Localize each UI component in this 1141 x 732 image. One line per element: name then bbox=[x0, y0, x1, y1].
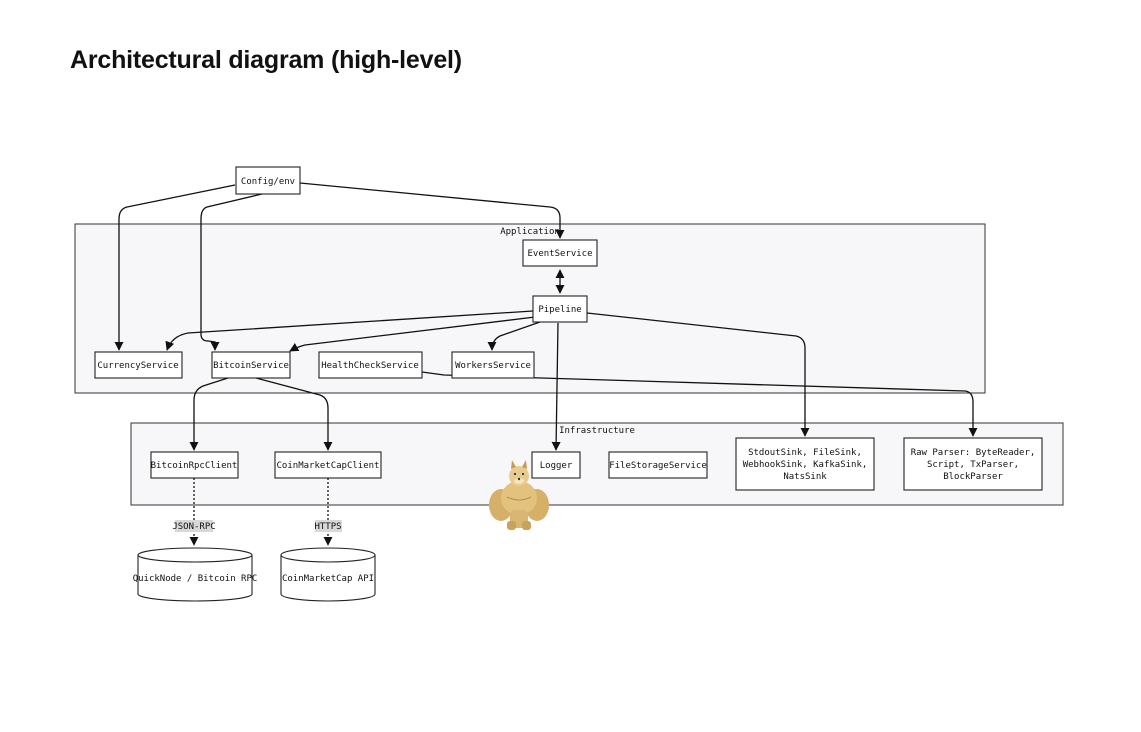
edge-pipeline-workers bbox=[487, 321, 541, 351]
node-logger[interactable]: Logger bbox=[531, 451, 581, 479]
svg-text:Pipeline: Pipeline bbox=[538, 305, 581, 315]
node-parser[interactable]: Raw Parser: ByteReader, Script, TxParser… bbox=[903, 437, 1043, 491]
edge-pipeline-logger bbox=[551, 322, 561, 451]
svg-text:CurrencyService: CurrencyService bbox=[97, 361, 178, 371]
node-currency[interactable]: CurrencyService bbox=[94, 351, 183, 379]
svg-text:StdoutSink, FileSink,: StdoutSink, FileSink, bbox=[748, 448, 862, 458]
application-group-label: Application bbox=[500, 227, 560, 237]
svg-text:Logger: Logger bbox=[540, 461, 573, 471]
svg-text:Raw Parser: ByteReader,: Raw Parser: ByteReader, bbox=[911, 448, 1036, 458]
edge-config-eventservice bbox=[299, 182, 565, 239]
edge-health-parser bbox=[421, 371, 978, 437]
node-rpcclient[interactable]: BitcoinRpcClient bbox=[150, 451, 239, 479]
svg-text:WebhookSink, KafkaSink,: WebhookSink, KafkaSink, bbox=[743, 460, 868, 470]
svg-text:BitcoinRpcClient: BitcoinRpcClient bbox=[151, 461, 238, 471]
edge-pipeline-sinks bbox=[586, 312, 810, 437]
node-cmcclient[interactable]: CoinMarketCapClient bbox=[274, 451, 382, 479]
svg-text:CoinMarketCapClient: CoinMarketCapClient bbox=[277, 461, 380, 471]
node-workers[interactable]: WorkersService bbox=[451, 351, 535, 379]
svg-text:JSON-RPC: JSON-RPC bbox=[172, 522, 215, 532]
edge-label-https: HTTPS bbox=[314, 520, 342, 532]
edge-bitcoin-cmcclient bbox=[255, 377, 333, 451]
svg-text:WorkersService: WorkersService bbox=[455, 361, 531, 371]
edge-pipeline-currency bbox=[165, 310, 534, 351]
node-health[interactable]: HealthCheckService bbox=[318, 351, 423, 379]
node-filestorage[interactable]: FileStorageService bbox=[608, 451, 708, 479]
edge-pipeline-bitcoin bbox=[289, 316, 536, 352]
svg-text:HealthCheckService: HealthCheckService bbox=[321, 361, 419, 371]
page-title: Architectural diagram (high-level) bbox=[70, 46, 462, 74]
node-eventservice[interactable]: EventService bbox=[522, 239, 598, 267]
svg-text:FileStorageService: FileStorageService bbox=[609, 461, 707, 471]
edge-bitcoin-rpcclient bbox=[189, 377, 229, 451]
svg-text:BlockParser: BlockParser bbox=[943, 472, 1003, 482]
edge-config-currency bbox=[114, 184, 236, 351]
svg-text:CoinMarketCap API: CoinMarketCap API bbox=[282, 574, 374, 584]
edges bbox=[114, 182, 978, 546]
svg-text:QuickNode / Bitcoin RPC: QuickNode / Bitcoin RPC bbox=[133, 574, 258, 584]
svg-text:HTTPS: HTTPS bbox=[314, 522, 341, 532]
edge-config-bitcoin bbox=[200, 193, 263, 351]
node-sinks[interactable]: StdoutSink, FileSink, WebhookSink, Kafka… bbox=[735, 437, 875, 491]
infrastructure-group-label: Infrastructure bbox=[559, 426, 635, 436]
node-pipeline[interactable]: Pipeline bbox=[532, 295, 588, 323]
svg-text:BitcoinService: BitcoinService bbox=[213, 361, 289, 371]
svg-text:Script, TxParser,: Script, TxParser, bbox=[927, 460, 1019, 470]
store-quicknode[interactable]: QuickNode / Bitcoin RPC bbox=[133, 547, 258, 602]
node-bitcoin[interactable]: BitcoinService bbox=[211, 351, 291, 379]
svg-text:EventService: EventService bbox=[527, 249, 592, 259]
muscular-doge-icon bbox=[489, 460, 549, 530]
svg-text:Config/env: Config/env bbox=[241, 177, 295, 187]
store-cmcapi[interactable]: CoinMarketCap API bbox=[280, 547, 376, 602]
svg-text:NatsSink: NatsSink bbox=[783, 472, 827, 482]
edge-label-jsonrpc: JSON-RPC bbox=[172, 520, 216, 532]
node-config[interactable]: Config/env bbox=[235, 166, 301, 195]
